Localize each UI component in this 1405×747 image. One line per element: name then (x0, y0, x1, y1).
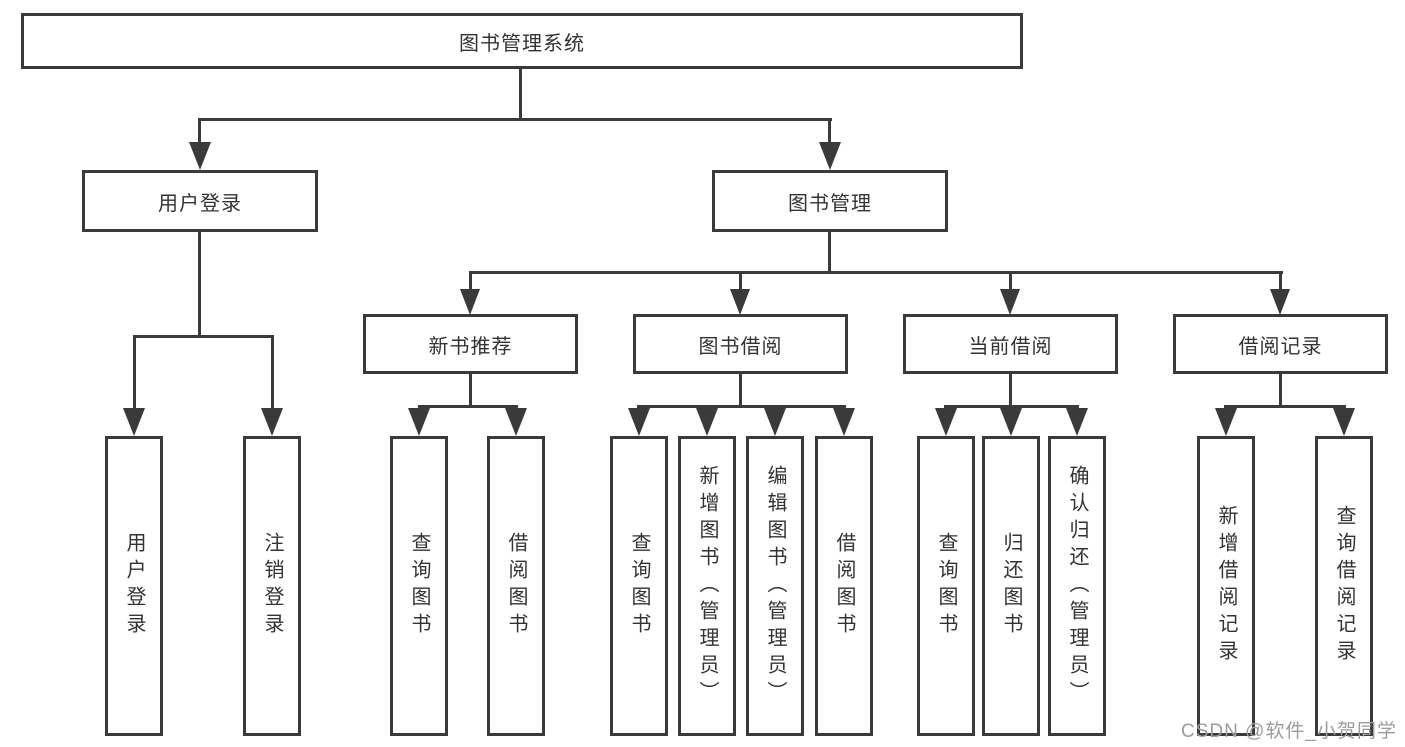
node-leaf-edit-books-admin: 编辑图书（管理员） (746, 436, 804, 736)
node-borrowing-records: 借阅记录 (1173, 314, 1388, 374)
connector-drop-current-borrow (1009, 271, 1012, 289)
node-library-system-label: 图书管理系统 (459, 32, 585, 55)
arrow-down-icon (123, 408, 145, 436)
connector-mgmt-stem (828, 232, 831, 271)
node-leaf-add-borrow-record: 新增借阅记录 (1197, 436, 1255, 736)
connector-root-bar (199, 118, 832, 121)
arrow-down-icon (1000, 408, 1022, 436)
arrow-down-icon (819, 142, 841, 170)
arrow-down-icon (730, 289, 750, 315)
node-leaf-query-books-recommend: 查询图书 (390, 436, 448, 736)
node-leaf-query-borrow-record: 查询借阅记录 (1315, 436, 1373, 736)
node-current-borrowing: 当前借阅 (903, 314, 1118, 374)
arrow-down-icon (935, 408, 957, 436)
node-leaf-user-login: 用户登录 (105, 436, 163, 736)
node-leaf-query-books-recommend-label: 查询图书 (408, 532, 430, 640)
connector-login-bar (133, 335, 274, 338)
node-leaf-add-books-admin-label: 新增图书（管理员） (696, 464, 718, 708)
arrow-down-icon (1333, 408, 1355, 436)
node-leaf-query-books-current: 查询图书 (917, 436, 975, 736)
node-leaf-logout: 注销登录 (243, 436, 301, 736)
arrow-down-icon (696, 408, 718, 436)
connector-group-bar (637, 405, 846, 408)
node-book-borrowing-label: 图书借阅 (698, 335, 783, 358)
node-leaf-add-borrow-record-label: 新增借阅记录 (1215, 505, 1237, 667)
node-leaf-return-books-label: 归还图书 (1000, 532, 1022, 640)
node-library-system: 图书管理系统 (21, 13, 1023, 69)
connector-drop-borrow-records (1279, 271, 1282, 289)
node-leaf-query-books-borrowing-label: 查询图书 (628, 532, 650, 640)
node-leaf-borrow-books-recommend: 借阅图书 (487, 436, 545, 736)
connector-group-bar (418, 405, 518, 408)
node-new-book-recommend-label: 新书推荐 (428, 335, 513, 358)
node-user-login: 用户登录 (82, 170, 318, 232)
arrow-down-icon (261, 408, 283, 436)
node-leaf-borrow-books-label: 借阅图书 (833, 532, 855, 640)
node-leaf-confirm-return-admin: 确认归还（管理员） (1048, 436, 1106, 736)
node-current-borrowing-label: 当前借阅 (968, 335, 1053, 358)
node-leaf-edit-books-admin-label: 编辑图书（管理员） (764, 464, 786, 708)
connector-group-bar (1224, 405, 1346, 408)
connector-drop-logout-leaf (271, 335, 274, 410)
node-leaf-confirm-return-admin-label: 确认归还（管理员） (1066, 464, 1088, 708)
connector-root-stem (519, 69, 522, 118)
node-book-management: 图书管理 (712, 170, 948, 232)
connector-login-stem (198, 232, 201, 335)
arrow-down-icon (833, 408, 855, 436)
arrow-down-icon (764, 408, 786, 436)
node-leaf-borrow-books: 借阅图书 (815, 436, 873, 736)
connector-drop-book-management (828, 118, 831, 144)
arrow-down-icon (460, 289, 480, 315)
connector-drop-new-book (469, 271, 472, 289)
connector-group-stem (1279, 373, 1282, 405)
node-leaf-add-books-admin: 新增图书（管理员） (678, 436, 736, 736)
arrow-down-icon (189, 142, 211, 170)
node-user-login-label: 用户登录 (158, 192, 242, 215)
watermark: CSDN @软件_小贺同学 (1181, 721, 1397, 742)
node-leaf-user-login-label: 用户登录 (123, 532, 145, 640)
node-leaf-query-books-borrowing: 查询图书 (610, 436, 668, 736)
arrow-down-icon (1000, 289, 1020, 315)
node-leaf-logout-label: 注销登录 (261, 532, 283, 640)
node-book-management-label: 图书管理 (788, 192, 872, 215)
node-book-borrowing: 图书借阅 (633, 314, 848, 374)
connector-drop-book-borrow (739, 271, 742, 289)
arrow-down-icon (505, 408, 527, 436)
node-new-book-recommend: 新书推荐 (363, 314, 578, 374)
arrow-down-icon (1215, 408, 1237, 436)
connector-group-stem (739, 373, 742, 405)
arrow-down-icon (628, 408, 650, 436)
node-leaf-query-books-current-label: 查询图书 (935, 532, 957, 640)
node-leaf-borrow-books-recommend-label: 借阅图书 (505, 532, 527, 640)
connector-drop-login-leaf (133, 335, 136, 410)
arrow-down-icon (408, 408, 430, 436)
connector-group-stem (469, 373, 472, 405)
connector-drop-user-login (198, 118, 201, 144)
node-leaf-return-books: 归还图书 (982, 436, 1040, 736)
arrow-down-icon (1066, 408, 1088, 436)
connector-group-stem (1009, 373, 1012, 405)
connector-mgmt-bar (469, 271, 1283, 274)
arrow-down-icon (1270, 289, 1290, 315)
node-leaf-query-borrow-record-label: 查询借阅记录 (1333, 505, 1355, 667)
node-borrowing-records-label: 借阅记录 (1238, 335, 1323, 358)
